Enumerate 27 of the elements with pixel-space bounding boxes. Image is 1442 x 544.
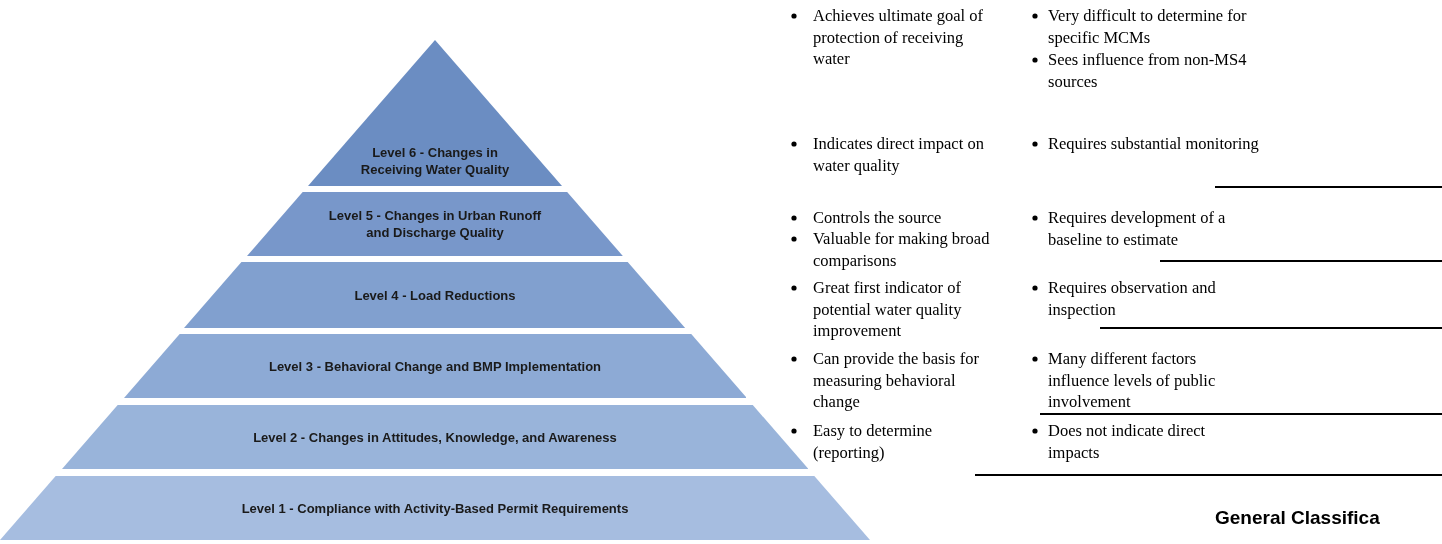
tier-label: Level 1 - Compliance with Activity-Based Permit Requirements	[240, 499, 630, 517]
tier-label: Level 6 - Changes in Receiving Water Quality	[359, 144, 511, 178]
section-heading: General Classifica	[1215, 507, 1380, 529]
bullet-point: Requires substantial monitoring	[1048, 133, 1260, 155]
pyramid-apex	[307, 40, 562, 186]
bullet-point: Valuable for making broad comparisons	[813, 228, 991, 271]
pyramid-tier	[61, 405, 809, 469]
bullet-point: Very difficult to determine for specific MCMs	[1048, 5, 1248, 48]
bullet-point: Requires observation and inspection	[1048, 277, 1217, 320]
tier-label: Level 4 - Load Reductions	[353, 286, 517, 304]
bullet-point: Indicates direct impact on water quality	[813, 133, 985, 176]
bullet-point: Can provide the basis for measuring behavioral change	[813, 348, 980, 413]
pyramid-tier	[184, 262, 686, 328]
bullet-point: Does not indicate direct impacts	[1048, 420, 1207, 463]
bullet-point: Easy to determine (reporting)	[813, 420, 934, 463]
pyramid-tier	[247, 192, 623, 256]
bullet-point: Sees influence from non-MS4 sources	[1048, 49, 1248, 92]
tier-label: Level 3 - Behavioral Change and BMP Implementation	[267, 357, 602, 375]
tier-label: Level 2 - Changes in Attitudes, Knowledge, and Awareness	[252, 428, 618, 446]
bullet-point: Requires development of a baseline to estimate	[1048, 207, 1227, 250]
bullet-point: Great first indicator of potential water quality improvement	[813, 277, 963, 342]
tier-label: Level 5 - Changes in Urban Runoff and Discharge Quality	[327, 207, 543, 241]
pyramid-tier	[0, 476, 870, 540]
bullet-point: Achieves ultimate goal of protection of receiving water	[813, 5, 984, 70]
pyramid-tier	[123, 334, 747, 398]
bullet-point: Controls the source	[813, 207, 943, 229]
bullet-point: Many different factors influence levels of public involvement	[1048, 348, 1217, 413]
